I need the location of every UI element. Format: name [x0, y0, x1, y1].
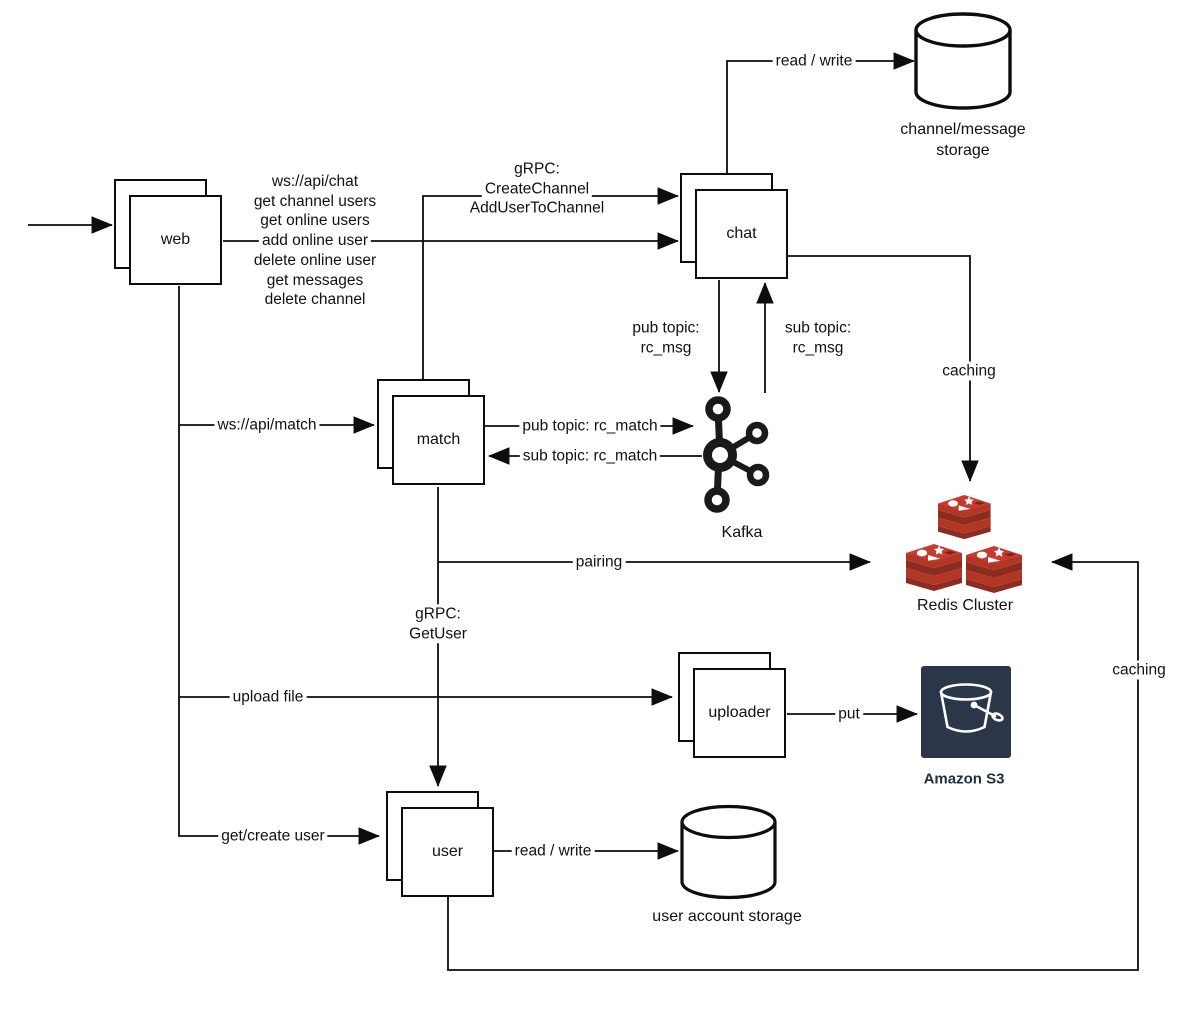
user-storage-caption: user account storage — [652, 908, 802, 925]
redis-cluster-caption: Redis Cluster — [916, 597, 1014, 614]
edge-label-caching-right: caching — [1109, 660, 1169, 680]
edge-label-web-to-chat-ops: ws://api/chat get channel users get onli… — [250, 172, 380, 310]
edge-label-caching-chat: caching — [939, 361, 999, 381]
edge-label-sub-topic-rc-msg: sub topic: rc_msg — [781, 318, 855, 358]
channel-storage-cylinder-icon — [914, 12, 1012, 110]
amazon-s3-caption: Amazon S3 — [923, 770, 1005, 788]
edge-label-pub-topic-rc-msg: pub topic: rc_msg — [629, 318, 703, 358]
web-node-label: web — [160, 231, 191, 248]
edge-label-sub-topic-rc-match: sub topic: rc_match — [519, 446, 661, 466]
match-node-box: match — [392, 395, 485, 485]
chat-node-box: chat — [695, 189, 788, 279]
edge-match-to-chat-grpc — [422, 187, 679, 379]
edge-label-read-write-top: read / write — [772, 51, 856, 71]
edge-user-to-redis-caching — [447, 553, 1139, 971]
chat-node-label: chat — [726, 225, 757, 242]
edge-label-put: put — [835, 704, 863, 724]
edge-chat-to-redis-caching — [788, 255, 979, 482]
edge-label-pub-topic-rc-match: pub topic: rc_match — [519, 416, 661, 436]
edge-web-to-user — [178, 286, 380, 845]
edge-label-read-write-user: read / write — [511, 841, 595, 861]
redis-cluster-icon — [906, 495, 1022, 593]
edge-label-grpc-getuser: gRPC: GetUser — [406, 604, 470, 644]
user-storage-cylinder-icon — [680, 804, 777, 900]
channel-storage-caption: channel/message storage — [900, 121, 1026, 159]
edge-label-grpc-create-channel: gRPC: CreateChannel AddUserToChannel — [466, 159, 608, 219]
user-node-box: user — [401, 807, 494, 897]
kafka-caption: Kafka — [721, 524, 763, 541]
s3-bucket-icon — [921, 666, 1011, 758]
web-node-box: web — [129, 195, 222, 285]
uploader-node-box: uploader — [693, 668, 786, 758]
edge-label-pairing: pairing — [572, 552, 626, 572]
edge-label-upload-file: upload file — [229, 687, 307, 707]
edge-chat-to-channel-storage — [726, 52, 915, 173]
edge-label-ws-api-match: ws://api/match — [214, 415, 320, 435]
kafka-icon — [703, 396, 770, 513]
match-node-label: match — [416, 431, 461, 448]
edge-label-get-create-user: get/create user — [218, 826, 328, 846]
user-node-label: user — [431, 843, 464, 860]
uploader-node-label: uploader — [708, 704, 771, 721]
